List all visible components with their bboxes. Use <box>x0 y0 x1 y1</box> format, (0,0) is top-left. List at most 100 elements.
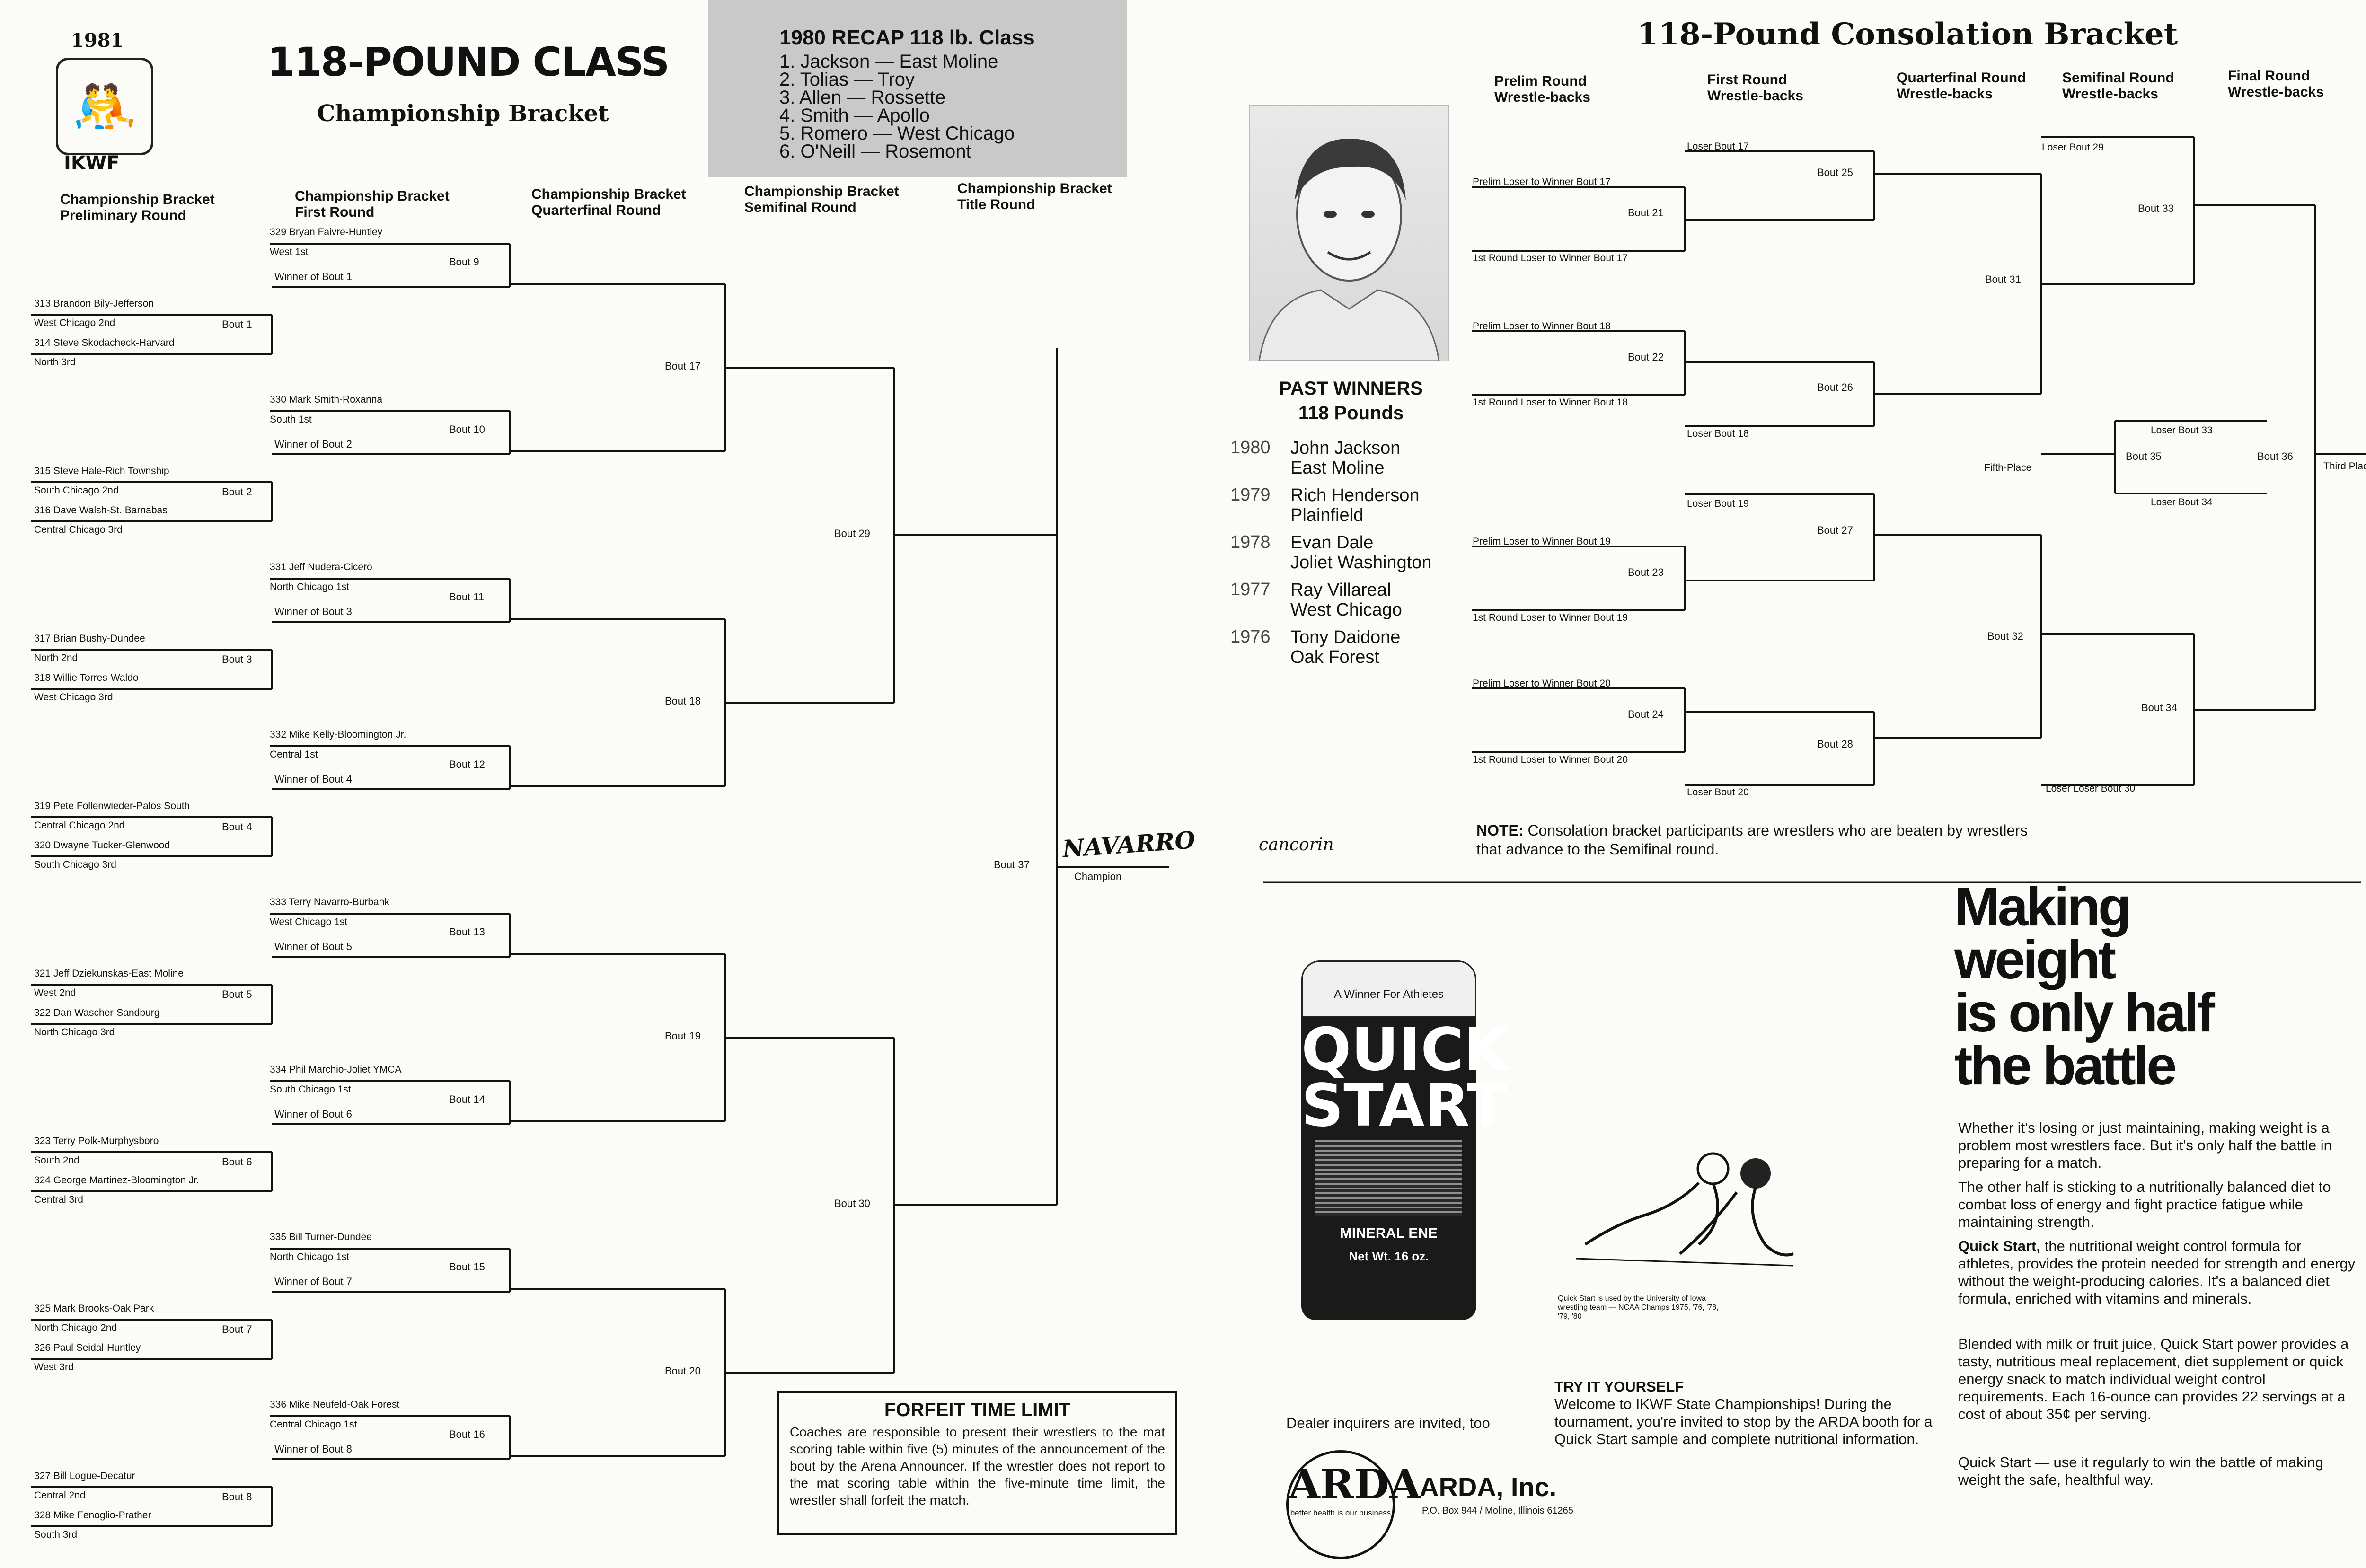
consol-quarter-label: Bout 31 <box>1985 273 2021 285</box>
note-label: NOTE: <box>1476 822 1524 839</box>
past-winner-year: 1977 <box>1230 580 1271 599</box>
past-winner-year: 1976 <box>1230 627 1271 647</box>
winner-label: Winner of Bout 2 <box>274 438 352 450</box>
forfeit-body: Coaches are responsible to present their… <box>790 1425 1165 1507</box>
prelim-bout-label: Bout 8 <box>222 1490 252 1503</box>
wrestlers-illustration-icon <box>1575 1152 1794 1267</box>
recap-item: 4. Smith — Apollo <box>779 105 930 126</box>
seed-sectional: South 1st <box>270 414 312 425</box>
past-winner-school: Joliet Washington <box>1290 553 1432 573</box>
quarter-bout-label: Bout 20 <box>665 1365 701 1377</box>
prelim-bout-label: Bout 1 <box>222 318 252 330</box>
seed-sectional: North Chicago 1st <box>270 581 350 592</box>
past-winner-school: Plainfield <box>1290 505 1364 525</box>
seed-wrestler: 330 Mark Smith-Roxanna <box>270 394 383 405</box>
prelim-bout-label: Bout 5 <box>222 988 252 1000</box>
prelim-sectional-b: South Chicago 3rd <box>34 859 116 870</box>
recap-item: 3. Allen — Rossette <box>779 87 946 108</box>
consol-bout-label: Bout 26 <box>1817 381 1853 393</box>
wrestler-mascot-icon: 🤼 <box>56 58 153 155</box>
prelim-sectional-b: Central 3rd <box>34 1194 83 1205</box>
third-place-label: Third Place <box>2323 461 2366 472</box>
prelim-sectional-a: North 2nd <box>34 652 78 663</box>
consol-loser-label: Loser Bout 19 <box>1687 498 1749 509</box>
fifth-top-label: Loser Bout 33 <box>2151 425 2213 436</box>
prelim-wrestler-b: 316 Dave Walsh-St. Barnabas <box>34 505 168 516</box>
prelim-bout-label: Bout 3 <box>222 653 252 665</box>
past-winner-name: Rich Henderson <box>1290 485 1420 505</box>
ad-paragraph-2: The other half is sticking to a nutritio… <box>1958 1179 2331 1230</box>
consol-semi-bout: Bout 34 <box>2141 702 2177 714</box>
consol-bout-label: Bout 28 <box>1817 738 1853 750</box>
prelim-wrestler-b: 326 Paul Seidal-Huntley <box>34 1342 141 1353</box>
consol-semi-loser: Loser Loser Bout 30 <box>2046 783 2136 794</box>
prelim-sectional-b: North 3rd <box>34 357 76 368</box>
can-mineral: MINERAL ENE <box>1340 1225 1438 1241</box>
past-winner-school: East Moline <box>1290 458 1385 478</box>
recap-box: 1980 RECAP 118 lb. Class 1. Jackson — Ea… <box>708 0 1127 177</box>
first-round-bout-label: Bout 16 <box>449 1428 485 1440</box>
first-round-bout-label: Bout 14 <box>449 1093 485 1105</box>
can-weight: Net Wt. 16 oz. <box>1349 1249 1429 1263</box>
prelim-wrestler-a: 327 Bill Logue-Decatur <box>34 1471 135 1481</box>
consolation-note: NOTE: Consolation bracket participants a… <box>1476 821 2044 859</box>
seed-sectional: Central 1st <box>270 749 318 760</box>
consol-loser-label: Loser Bout 17 <box>1687 141 1749 152</box>
quick-start-can-image: A Winner For Athletes QUICK START MINERA… <box>1301 960 1510 1320</box>
seed-wrestler: 331 Jeff Nudera-Cicero <box>270 562 372 573</box>
consol-bout-label: Bout 22 <box>1628 351 1664 363</box>
can-brand: QUICK START <box>1301 1016 1510 1140</box>
try-title: TRY IT YOURSELF <box>1554 1378 1684 1395</box>
prelim-sectional-b: Central Chicago 3rd <box>34 524 123 535</box>
consol-loser-label: Loser Bout 18 <box>1687 428 1749 439</box>
first-round-bout-label: Bout 10 <box>449 423 485 435</box>
forfeit-title: FORFEIT TIME LIMIT <box>884 1400 1071 1420</box>
arda-logo: ARDA better health is our business <box>1286 1450 1421 1559</box>
fifth-bottom-label: Loser Bout 34 <box>2151 497 2213 508</box>
prelim-sectional-b: North Chicago 3rd <box>34 1027 115 1038</box>
consol-quarter-label: Bout 32 <box>1987 630 2023 642</box>
ad-paragraph-4: Blended with milk or fruit juice, Quick … <box>1958 1336 2349 1422</box>
recap-item: 6. O'Neill — Rosemont <box>779 141 971 162</box>
consol-prelim-top: Prelim Loser to Winner Bout 19 <box>1473 536 1611 547</box>
prelim-bout-label: Bout 6 <box>222 1155 252 1168</box>
ad-paragraph-5: Quick Start — use it regularly to win th… <box>1958 1454 2323 1488</box>
prelim-sectional-a: South 2nd <box>34 1155 79 1166</box>
winner-label: Winner of Bout 5 <box>274 941 352 952</box>
forfeit-box: FORFEIT TIME LIMIT Coaches are responsib… <box>777 1391 1177 1535</box>
consol-bout-label: Bout 21 <box>1628 206 1664 219</box>
page-title: 118-POUND CLASS <box>267 39 670 85</box>
fifth-place-label: Fifth-Place <box>1984 462 2032 473</box>
seed-wrestler: 329 Bryan Faivre-Huntley <box>270 227 383 238</box>
prelim-sectional-a: North Chicago 2nd <box>34 1322 117 1333</box>
prelim-bout-label: Bout 2 <box>222 485 252 498</box>
first-round-bout-label: Bout 12 <box>449 758 485 770</box>
winner-label: Winner of Bout 3 <box>274 606 352 617</box>
consol-prelim-top: Prelim Loser to Winner Bout 17 <box>1473 176 1611 187</box>
semi-bout-label: Bout 29 <box>834 528 870 539</box>
prelim-sectional-a: Central Chicago 2nd <box>34 820 125 831</box>
recap-title: 1980 RECAP 118 lb. Class <box>779 26 1035 49</box>
first-round-bout-label: Bout 11 <box>449 590 485 603</box>
past-winner-year: 1979 <box>1230 485 1271 505</box>
consol-bout-label: Bout 27 <box>1817 524 1853 536</box>
consol-semi-loser: Loser Bout 29 <box>2042 142 2104 153</box>
note-text: Consolation bracket participants are wre… <box>1476 822 2028 858</box>
past-winner-year: 1978 <box>1230 532 1271 552</box>
past-winner-school: Oak Forest <box>1290 647 1379 667</box>
seed-wrestler: 335 Bill Turner-Dundee <box>270 1232 372 1242</box>
seed-sectional: Central Chicago 1st <box>270 1419 357 1430</box>
ad-caption: Quick Start is used by the University of… <box>1558 1295 1719 1321</box>
champion-label: Champion <box>1074 871 1122 882</box>
winner-label: Winner of Bout 4 <box>274 773 352 785</box>
first-round-bout-label: Bout 13 <box>449 925 485 938</box>
consol-prelim-bottom: 1st Round Loser to Winner Bout 19 <box>1473 612 1628 623</box>
prelim-wrestler-a: 323 Terry Polk-Murphysboro <box>34 1136 159 1146</box>
prelim-sectional-a: Central 2nd <box>34 1490 86 1501</box>
past-winner-name: Tony Daidone <box>1290 627 1401 647</box>
